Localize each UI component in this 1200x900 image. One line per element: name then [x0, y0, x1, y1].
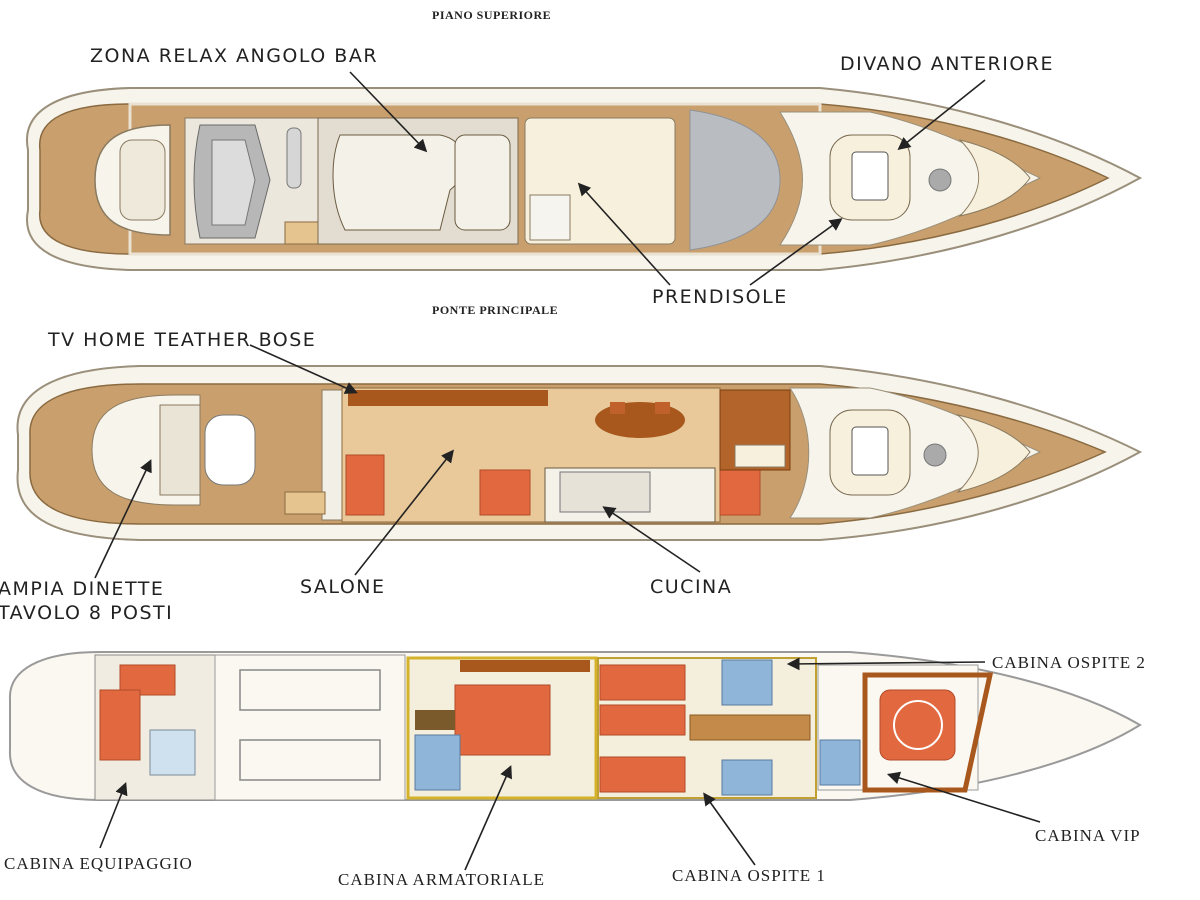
guest1-bed-b [599, 756, 686, 793]
engine-2 [239, 739, 381, 781]
vip-wall [862, 672, 994, 793]
label-guest2: CABINA OSPITE 2 [992, 653, 1146, 672]
kitchen-sofa [719, 469, 761, 516]
label-front-sofa: DIVANO ANTERIORE [840, 53, 1055, 75]
upper-deck-title: PIANO SUPERIORE [432, 8, 552, 22]
label-dinette-2: TAVOLO 8 POSTI [0, 602, 174, 624]
aft-dinette-table [204, 414, 256, 486]
dining-table [595, 402, 685, 438]
saloon-chair-b [655, 402, 670, 414]
crew-bath [149, 729, 196, 776]
label-relax-bar: ZONA RELAX ANGOLO BAR [90, 45, 379, 67]
saloon-sofa-l [345, 454, 385, 516]
label-sundeck: PRENDISOLE [652, 286, 788, 308]
label-vip: CABINA VIP [1035, 826, 1141, 845]
guest-bath-a [721, 659, 773, 706]
guest-bed-c [599, 704, 686, 736]
owner-wall [460, 660, 590, 672]
sundeck-chair [529, 194, 571, 241]
tender-inner [211, 139, 256, 226]
front-sofa-inner [851, 151, 889, 201]
vip-bed-round [893, 700, 943, 750]
main-deck-plan [16, 365, 1143, 541]
bow-pad [958, 139, 1031, 217]
corridor [689, 714, 811, 741]
label-crew: CABINA EQUIPAGGIO [4, 854, 193, 873]
engine-1 [239, 669, 381, 711]
upper-deck-plan [26, 87, 1143, 271]
aft-dinette-bench [159, 404, 201, 496]
helm-stairs [734, 444, 786, 468]
label-tv: TV HOME TEATHER BOSE [48, 329, 317, 351]
owner-desk [415, 710, 455, 730]
main-deck-title: PONTE PRINCIPALE [432, 303, 559, 317]
label-dinette-1: AMPIA DINETTE [0, 578, 165, 600]
saloon-sofa-r [479, 469, 531, 516]
leader-lines [94, 71, 1041, 871]
vip-bath [819, 739, 861, 786]
saloon-steps [284, 491, 326, 515]
jet-ski [286, 127, 302, 189]
engine-room [214, 654, 406, 801]
stern-cushion [119, 139, 166, 221]
label-guest1: CABINA OSPITE 1 [672, 866, 826, 885]
kitchen-counter [559, 471, 651, 513]
owner-bath [414, 734, 461, 791]
lower-deck-plan [8, 651, 1142, 801]
label-saloon: SALONE [300, 576, 386, 598]
guest-bath-b [721, 759, 773, 796]
main-hatch [923, 443, 947, 467]
bar-sofa [454, 134, 511, 231]
main-front-inner [851, 426, 889, 476]
label-kitchen: CUCINA [650, 576, 733, 598]
owner-bed [454, 684, 551, 756]
crew-bunk [99, 689, 141, 761]
upper-hatch [928, 168, 952, 192]
windscreen [689, 109, 781, 251]
label-owner: CABINA ARMATORIALE [338, 870, 546, 889]
saloon-chair-a [610, 402, 625, 414]
guest1-bed-a [599, 664, 686, 701]
main-bow-pad [956, 414, 1031, 493]
saloon-cabinet [348, 390, 548, 406]
